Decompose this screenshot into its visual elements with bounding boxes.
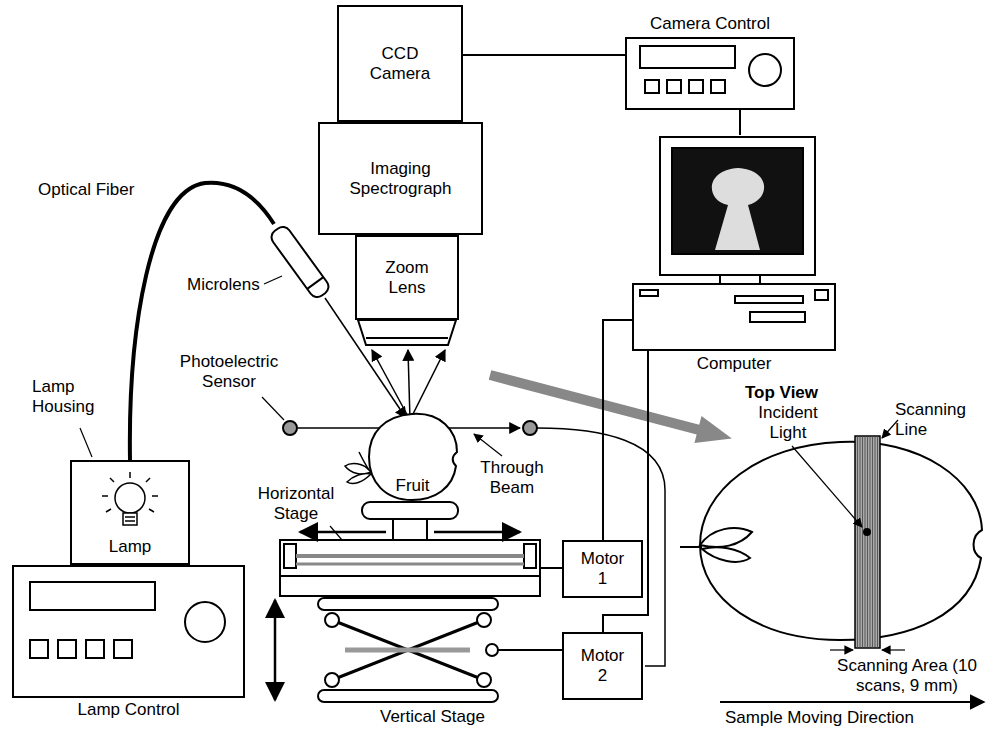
part-label: Scanning Area (10 scans, 9 mm) (832, 656, 982, 695)
sensor-wire (537, 428, 665, 666)
dimension-arrow (882, 649, 905, 650)
cable-connector (739, 110, 741, 135)
leader-line (80, 428, 92, 457)
view-title: Top View (745, 383, 845, 403)
leader-line (262, 397, 284, 420)
camera-control-unit: Camera Control (625, 37, 795, 110)
optical-fiber (130, 183, 274, 460)
control-button (30, 640, 48, 658)
part-label: Scanning Line (895, 400, 995, 439)
control-display (30, 582, 155, 610)
stage-end-block (284, 544, 296, 568)
part-label: Vertical Stage (380, 707, 520, 727)
control-display (640, 46, 735, 68)
motor-box: Motor 2 (562, 632, 643, 700)
node-heading: Lamp Control (77, 700, 179, 720)
motion-arrow (274, 600, 277, 650)
camera-box: CCD Camera (337, 5, 463, 122)
motion-arrow (300, 531, 386, 534)
node-label: CCD Camera (360, 44, 440, 83)
sensor-receiver (523, 421, 537, 435)
part-label: Sample Moving Direction (725, 708, 985, 728)
computer: Computer (633, 135, 835, 350)
scanning-band (855, 436, 880, 648)
spectrograph-box: Imaging Spectrograph (318, 122, 483, 235)
control-button (58, 640, 76, 658)
monitor-stand (720, 275, 760, 284)
motor-shaft (540, 567, 562, 569)
drive-slot (750, 312, 805, 322)
node-label: Motor 2 (575, 646, 630, 685)
view-arrow (486, 361, 735, 452)
cable-connector (603, 320, 633, 540)
node-heading: Computer (697, 354, 772, 374)
scattered-ray (408, 350, 410, 420)
node-heading: Camera Control (650, 14, 770, 34)
stage-rail (296, 563, 524, 566)
stage-end-block (524, 544, 536, 568)
monitor-screen (672, 148, 803, 254)
lamp-control-unit: Lamp Control (12, 565, 245, 698)
part-label: Photoelectric Sensor (170, 352, 288, 391)
monitor (660, 137, 815, 275)
sensor-emitter (283, 421, 297, 435)
control-button (86, 640, 104, 658)
fruit-sample: Fruit (365, 410, 460, 502)
dimension-arrow (830, 649, 853, 650)
part-label: Incident Light (750, 403, 826, 442)
incident-spot (864, 529, 870, 535)
control-button (114, 640, 132, 658)
case-slot (640, 290, 658, 296)
stage-base-line (280, 575, 540, 577)
vertical-stage (318, 598, 498, 702)
motor-shaft (498, 649, 562, 651)
scatter-image (712, 168, 764, 250)
node-label: Lamp (109, 537, 152, 557)
control-button (667, 80, 681, 93)
direction-arrow (720, 701, 984, 703)
node-heading: Lamp Housing (32, 377, 112, 416)
lens-element (358, 320, 456, 345)
part-label: Horizontal Stage (250, 484, 342, 523)
part-label: Through Beam (476, 458, 548, 497)
control-knob (185, 602, 225, 642)
computer-case (633, 284, 835, 350)
leader-arrow (792, 446, 862, 527)
scattered-ray (410, 350, 445, 420)
node-label: Fruit (396, 476, 430, 496)
case-slot (815, 290, 828, 300)
node-label: Motor 1 (575, 549, 630, 588)
motor-box: Motor 1 (562, 540, 643, 598)
leader-line (264, 276, 282, 284)
stage-rail (296, 554, 524, 558)
control-knob (749, 54, 781, 86)
lamp-bulb (102, 472, 158, 525)
microlens (268, 224, 331, 300)
node-label: Zoom Lens (377, 258, 437, 297)
control-button (645, 80, 659, 93)
control-button (711, 80, 725, 93)
node-label: Imaging Spectrograph (343, 159, 458, 198)
lens-line (366, 337, 448, 339)
cable-connector (463, 54, 625, 56)
top-view-fruit (680, 442, 982, 640)
part-label: Microlens (187, 275, 267, 295)
drive-slot (735, 296, 803, 303)
control-button (689, 80, 703, 93)
part-label: Optical Fiber (38, 180, 178, 200)
horizontal-stage (280, 540, 540, 596)
lens-box: Zoom Lens (355, 235, 459, 320)
scattered-ray (372, 350, 410, 420)
motion-arrow (274, 650, 277, 700)
leader-arrow (474, 434, 502, 456)
lamp-housing: Lamp HousingLamp (70, 460, 190, 565)
motion-arrow (434, 531, 520, 534)
fruit-holder (362, 502, 458, 519)
